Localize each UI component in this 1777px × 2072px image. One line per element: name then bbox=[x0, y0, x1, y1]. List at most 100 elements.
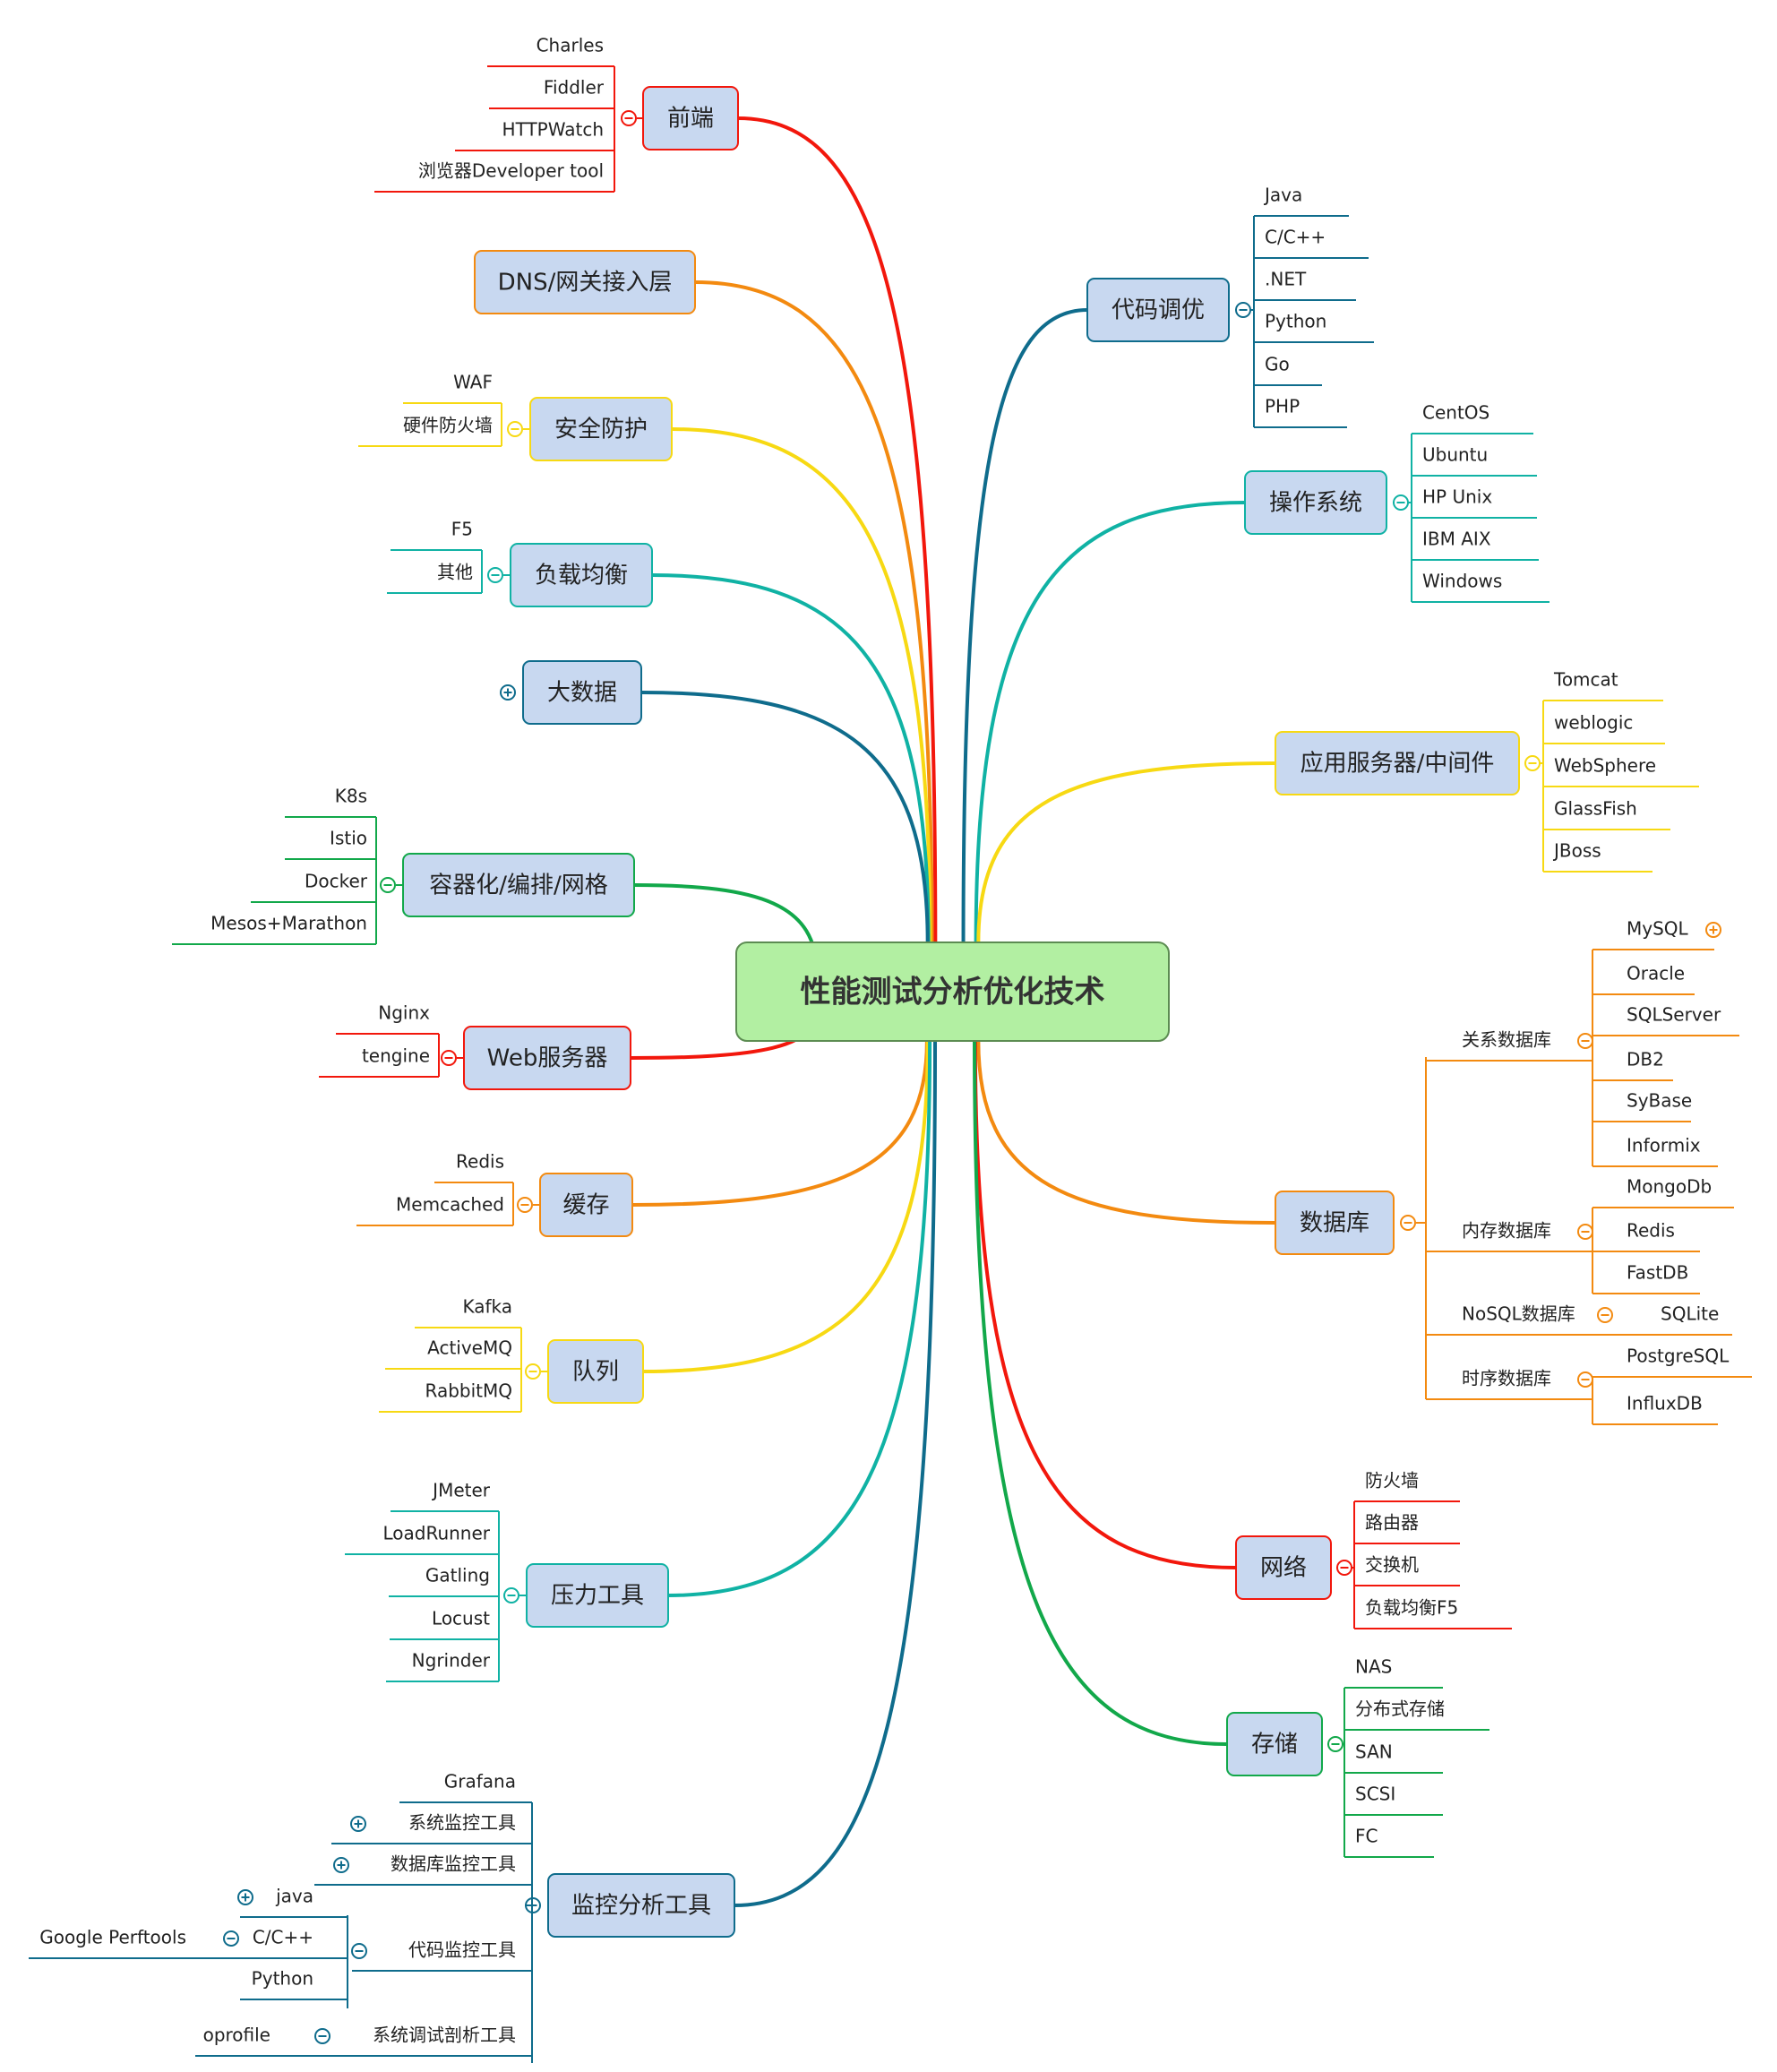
branch-node[interactable]: 操作系统 bbox=[1244, 470, 1387, 535]
leaf-node: HP Unix bbox=[1422, 486, 1492, 508]
collapse-icon[interactable] bbox=[525, 1363, 541, 1380]
monitor-subtree: Grafana系统监控工具数据库监控工具代码监控工具系统调试剖析工具javaC/… bbox=[29, 1771, 533, 2063]
collapse-icon[interactable] bbox=[1577, 1224, 1593, 1240]
branch-3: F5其他负载均衡 bbox=[387, 519, 653, 607]
leaf-node: Mesos+Marathon bbox=[210, 913, 367, 934]
branch-connector bbox=[631, 1039, 929, 1207]
leaf-node: Tomcat bbox=[1553, 669, 1618, 691]
database-subtree: 关系数据库MySQLOracleSQLServerDB2SyBaseInform… bbox=[1416, 918, 1752, 1425]
collapse-icon[interactable] bbox=[1400, 1215, 1416, 1231]
branch-node[interactable]: 容器化/编排/网格 bbox=[402, 853, 635, 917]
branch-label: 负载均衡 bbox=[535, 563, 628, 589]
collapse-icon[interactable] bbox=[487, 567, 503, 583]
branch-node[interactable]: 存储 bbox=[1226, 1712, 1323, 1776]
branch-node[interactable]: 监控分析工具 bbox=[547, 1873, 735, 1938]
branch-9: JMeterLoadRunnerGatlingLocustNgrinder压力工… bbox=[345, 1480, 669, 1682]
leaf-node: IBM AIX bbox=[1422, 529, 1491, 550]
leaf-node: 路由器 bbox=[1365, 1512, 1419, 1534]
collapse-icon[interactable] bbox=[507, 421, 523, 437]
branch-13: TomcatweblogicWebSphereGlassFishJBoss应用服… bbox=[1275, 669, 1699, 873]
branch-node[interactable]: 队列 bbox=[547, 1339, 644, 1404]
branch-node[interactable]: 代码调优 bbox=[1086, 278, 1230, 342]
leaf-node: Charles bbox=[537, 35, 604, 56]
collapse-icon[interactable] bbox=[503, 1587, 519, 1603]
leaf-node: Ubuntu bbox=[1422, 444, 1488, 466]
expand-icon[interactable] bbox=[237, 1889, 253, 1905]
leaf-node: Go bbox=[1265, 354, 1290, 375]
branch-label: 安全防护 bbox=[554, 417, 648, 443]
leaf-node: Oracle bbox=[1627, 963, 1685, 984]
leaf-node: SyBase bbox=[1627, 1090, 1692, 1112]
collapse-icon[interactable] bbox=[1597, 1307, 1613, 1323]
branch-connector bbox=[973, 1039, 1238, 1569]
branch-2: WAF硬件防火墙安全防护 bbox=[358, 372, 673, 461]
leaf-node: java bbox=[275, 1886, 313, 1907]
collapse-icon[interactable] bbox=[517, 1197, 533, 1213]
category-node: 关系数据库 bbox=[1462, 1029, 1551, 1051]
branch-label: Web服务器 bbox=[487, 1045, 608, 1072]
root-node[interactable]: 性能测试分析优化技术 bbox=[735, 941, 1170, 1042]
category-node: NoSQL数据库 bbox=[1462, 1303, 1575, 1325]
expand-icon[interactable] bbox=[1705, 922, 1721, 938]
leaf-node: C/C++ bbox=[253, 1927, 313, 1948]
branch-node[interactable]: 压力工具 bbox=[526, 1563, 669, 1628]
collapse-icon[interactable] bbox=[1393, 494, 1409, 511]
branch-node[interactable]: 数据库 bbox=[1275, 1191, 1395, 1255]
leaf-node: Kafka bbox=[462, 1296, 512, 1318]
leaf-node: tengine bbox=[362, 1045, 430, 1067]
leaf-node: JBoss bbox=[1552, 840, 1601, 862]
category-node: 内存数据库 bbox=[1462, 1220, 1551, 1242]
root-title: 性能测试分析优化技术 bbox=[801, 975, 1105, 1010]
collapse-icon[interactable] bbox=[1336, 1560, 1352, 1576]
branch-4: 大数据 bbox=[500, 660, 642, 725]
collapse-icon[interactable] bbox=[1577, 1371, 1593, 1388]
expand-icon[interactable] bbox=[333, 1857, 349, 1873]
collapse-icon[interactable] bbox=[380, 877, 396, 893]
branch-node[interactable]: 网络 bbox=[1235, 1535, 1332, 1600]
leaf-node: oprofile bbox=[203, 2025, 270, 2046]
leaf-node: Java bbox=[1263, 185, 1302, 206]
leaf-node: SCSI bbox=[1355, 1784, 1395, 1805]
collapse-icon[interactable] bbox=[1577, 1033, 1593, 1049]
leaf-node: Locust bbox=[432, 1608, 490, 1629]
leaf-node: HTTPWatch bbox=[502, 119, 604, 141]
branch-connector bbox=[973, 1039, 1229, 1746]
collapse-icon[interactable] bbox=[1235, 302, 1251, 318]
leaf-node: Google Perftools bbox=[39, 1927, 186, 1948]
branch-connector bbox=[666, 1039, 932, 1597]
collapse-icon[interactable] bbox=[351, 1943, 367, 1959]
branch-connector bbox=[693, 280, 934, 944]
leaf-node: Python bbox=[252, 1968, 313, 1990]
branch-node[interactable]: Web服务器 bbox=[463, 1026, 631, 1090]
leaf-node: Memcached bbox=[396, 1194, 504, 1216]
branch-label: 监控分析工具 bbox=[571, 1893, 711, 1920]
collapse-icon[interactable] bbox=[441, 1050, 457, 1066]
collapse-icon[interactable] bbox=[1327, 1736, 1343, 1752]
branch-connector bbox=[641, 1039, 930, 1373]
leaf-node: Docker bbox=[305, 871, 368, 892]
leaf-node: FC bbox=[1355, 1826, 1378, 1847]
expand-icon[interactable] bbox=[350, 1816, 366, 1832]
collapse-icon[interactable] bbox=[223, 1930, 239, 1947]
branch-label: 大数据 bbox=[547, 680, 617, 707]
leaf-node: FastDB bbox=[1627, 1262, 1688, 1284]
branch-node[interactable]: 安全防护 bbox=[529, 397, 673, 461]
branch-node[interactable]: 大数据 bbox=[522, 660, 642, 725]
branch-connector bbox=[961, 308, 1089, 944]
branch-node[interactable]: DNS/网关接入层 bbox=[474, 250, 696, 314]
expand-icon[interactable] bbox=[500, 684, 516, 701]
branch-node[interactable]: 应用服务器/中间件 bbox=[1275, 731, 1520, 795]
branch-node[interactable]: 前端 bbox=[642, 86, 739, 150]
branch-node[interactable]: 缓存 bbox=[539, 1173, 633, 1237]
collapse-icon[interactable] bbox=[621, 110, 637, 126]
collapse-icon[interactable] bbox=[314, 2028, 331, 2044]
branch-node[interactable]: 负载均衡 bbox=[510, 543, 653, 607]
collapse-icon[interactable] bbox=[1524, 755, 1541, 771]
branch-14: 数据库 bbox=[1275, 1191, 1416, 1255]
